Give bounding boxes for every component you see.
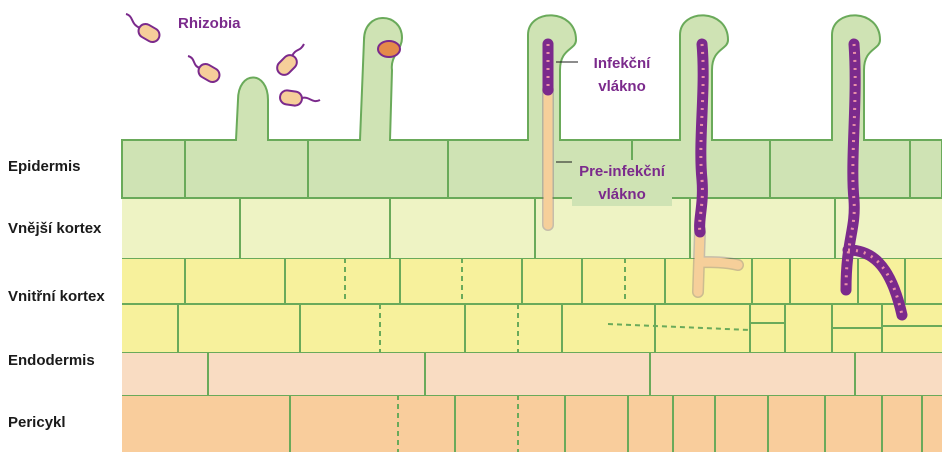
annotation-pre-infection-thread-line1: Pre-infekční [572, 160, 672, 183]
annotation-infection-thread: Infekční vlákno [590, 52, 654, 98]
inner-cortex-layer [122, 258, 942, 352]
bacterium [188, 56, 222, 85]
bacterium-in-root-hair [378, 41, 400, 57]
endodermis-layer [122, 352, 942, 395]
annotation-rhizobia: Rhizobia [178, 12, 241, 35]
annotation-pre-infection-thread: Pre-infekční vlákno [572, 160, 672, 206]
label-inner-cortex: Vnitřní kortex [8, 288, 105, 305]
label-epidermis: Epidermis [8, 158, 81, 175]
annotation-infection-thread-line1: Infekční [590, 52, 654, 75]
epidermis-layer [122, 15, 942, 198]
annotation-pre-infection-thread-line2: vlákno [572, 183, 672, 206]
annotation-infection-thread-line2: vlákno [590, 75, 654, 98]
outer-cortex-layer [122, 198, 942, 258]
bacterium [279, 90, 320, 107]
bacterium [126, 14, 162, 45]
label-endodermis: Endodermis [8, 352, 95, 369]
label-pericycle: Pericykl [8, 414, 66, 431]
pericycle-layer [122, 395, 942, 452]
label-outer-cortex: Vnější kortex [8, 220, 101, 237]
bacterium [274, 44, 304, 78]
